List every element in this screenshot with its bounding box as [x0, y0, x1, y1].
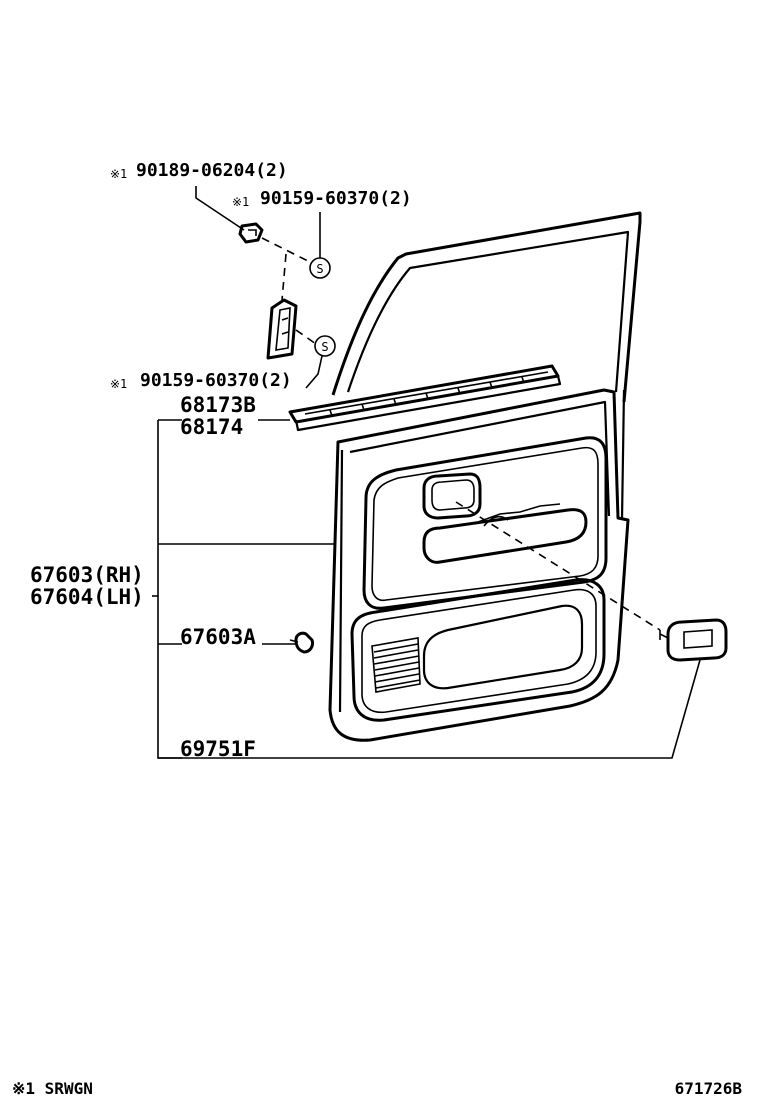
s-mark-bottom: S — [321, 340, 328, 354]
label-68174: 68174 — [180, 415, 243, 439]
label-68173B: 68173B — [180, 393, 256, 417]
note-mark-90159-bottom: ※1 — [110, 377, 127, 391]
label-67604-lh: 67604(LH) — [30, 585, 144, 609]
diagram-code: 671726B — [675, 1079, 743, 1098]
leader-lines — [152, 186, 701, 759]
note-mark-90159-top: ※1 — [232, 195, 249, 209]
screw-marker-bottom: S — [314, 335, 336, 357]
bolt-90189 — [238, 222, 264, 244]
label-90159-60370-bottom: 90159-60370(2) — [140, 370, 292, 391]
screw-marker-top: S — [309, 257, 331, 279]
dashed-assembly-lines — [261, 237, 661, 631]
door-weatherstrip — [288, 364, 562, 432]
part-labels: ※1 90189-06204(2) ※1 90159-60370(2) ※1 9… — [30, 160, 412, 761]
label-90159-60370-top: 90159-60370(2) — [260, 188, 412, 209]
label-90189-06204: 90189-06204(2) — [136, 160, 288, 181]
retainer-clip — [289, 631, 314, 654]
label-67603-rh: 67603(RH) — [30, 563, 144, 587]
label-69751F: 69751F — [180, 737, 256, 761]
label-67603A: 67603A — [180, 625, 256, 649]
s-mark-top: S — [316, 262, 323, 276]
footer-note: ※1 SRWGN — [12, 1079, 93, 1098]
door-trim-panel — [328, 388, 630, 742]
door-frame — [331, 211, 642, 521]
footer: ※1 SRWGN 671726B — [12, 1079, 742, 1098]
speaker-grille — [371, 637, 421, 693]
note-mark-90189: ※1 — [110, 167, 127, 181]
mounting-bracket — [266, 298, 298, 360]
inside-handle-bezel — [659, 618, 728, 662]
